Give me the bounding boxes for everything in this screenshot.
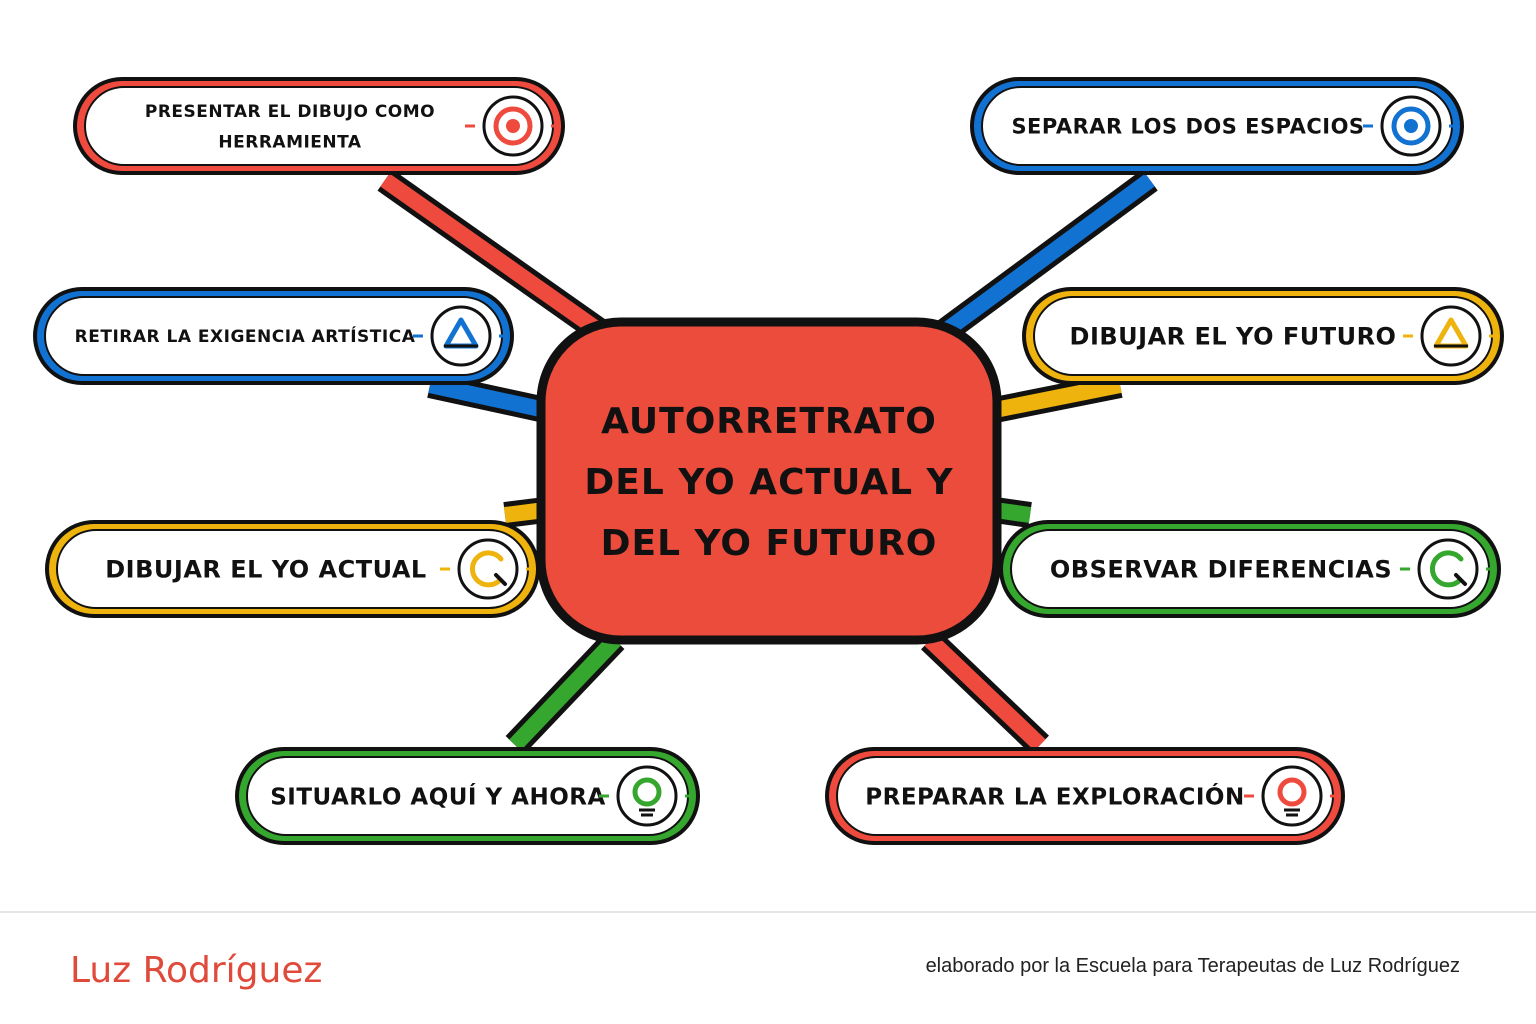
- node-retirar: RETIRAR LA EXIGENCIA ARTÍSTICA: [33, 287, 514, 385]
- node-label-observar: OBSERVAR DIFERENCIAS: [1050, 556, 1392, 584]
- node-presentar: PRESENTAR EL DIBUJO COMO HERRAMIENTA: [73, 77, 565, 175]
- node-label-presentar-2: HERRAMIENTA: [218, 132, 362, 152]
- branch-nodes: PRESENTAR EL DIBUJO COMO HERRAMIENTA SEPAR…: [33, 77, 1504, 845]
- node-label-retirar: RETIRAR LA EXIGENCIA ARTÍSTICA: [75, 325, 416, 347]
- node-label-situarlo: SITUARLO AQUÍ Y AHORA: [270, 782, 606, 810]
- node-dibujar-actual: DIBUJAR EL YO ACTUAL: [45, 520, 540, 618]
- node-label-dibujar-actual: DIBUJAR EL YO ACTUAL: [105, 556, 426, 584]
- target-icon: [465, 95, 561, 157]
- node-label-presentar-1: PRESENTAR EL DIBUJO COMO: [145, 102, 435, 122]
- triangle-icon: [413, 305, 509, 367]
- node-label-preparar: PREPARAR LA EXPLORACIÓN: [865, 782, 1244, 810]
- center-line-3: DEL YO FUTURO: [601, 523, 938, 564]
- open-circle-icon: [440, 538, 536, 600]
- connector-dibujar-futuro: [992, 372, 1123, 423]
- connector-situarlo: [505, 631, 625, 754]
- node-dibujar-futuro: DIBUJAR EL YO FUTURO: [1022, 287, 1504, 385]
- footer-divider: [0, 911, 1536, 913]
- node-separar: SEPARAR LOS DOS ESPACIOS: [970, 77, 1464, 175]
- open-circle-icon: [1400, 538, 1496, 600]
- node-preparar: PREPARAR LA EXPLORACIÓN: [825, 747, 1345, 845]
- center-node: AUTORRETRATO DEL YO ACTUAL Y DEL YO FUTU…: [536, 317, 1002, 645]
- connector-preparar: [921, 630, 1049, 755]
- target-icon: [1363, 95, 1459, 157]
- footer-credit: elaborado por la Escuela para Terapeutas…: [925, 955, 1460, 977]
- node-label-separar: SEPARAR LOS DOS ESPACIOS: [1011, 115, 1364, 139]
- center-line-2: DEL YO ACTUAL Y: [584, 462, 953, 503]
- connector-presentar: [377, 169, 613, 346]
- mind-map: AUTORRETRATO DEL YO ACTUAL Y DEL YO FUTU…: [33, 77, 1504, 845]
- footer-brand: Luz Rodríguez: [70, 950, 323, 991]
- node-label-dibujar-futuro: DIBUJAR EL YO FUTURO: [1070, 323, 1397, 351]
- connector-separar: [932, 169, 1158, 346]
- center-line-1: AUTORRETRATO: [601, 401, 937, 442]
- triangle-icon: [1403, 305, 1499, 367]
- node-situarlo: SITUARLO AQUÍ Y AHORA: [235, 747, 700, 845]
- lightbulb-icon: [1244, 765, 1340, 827]
- lightbulb-icon: [599, 765, 695, 827]
- connector-retirar: [427, 372, 548, 423]
- node-observar: OBSERVAR DIFERENCIAS: [999, 520, 1501, 618]
